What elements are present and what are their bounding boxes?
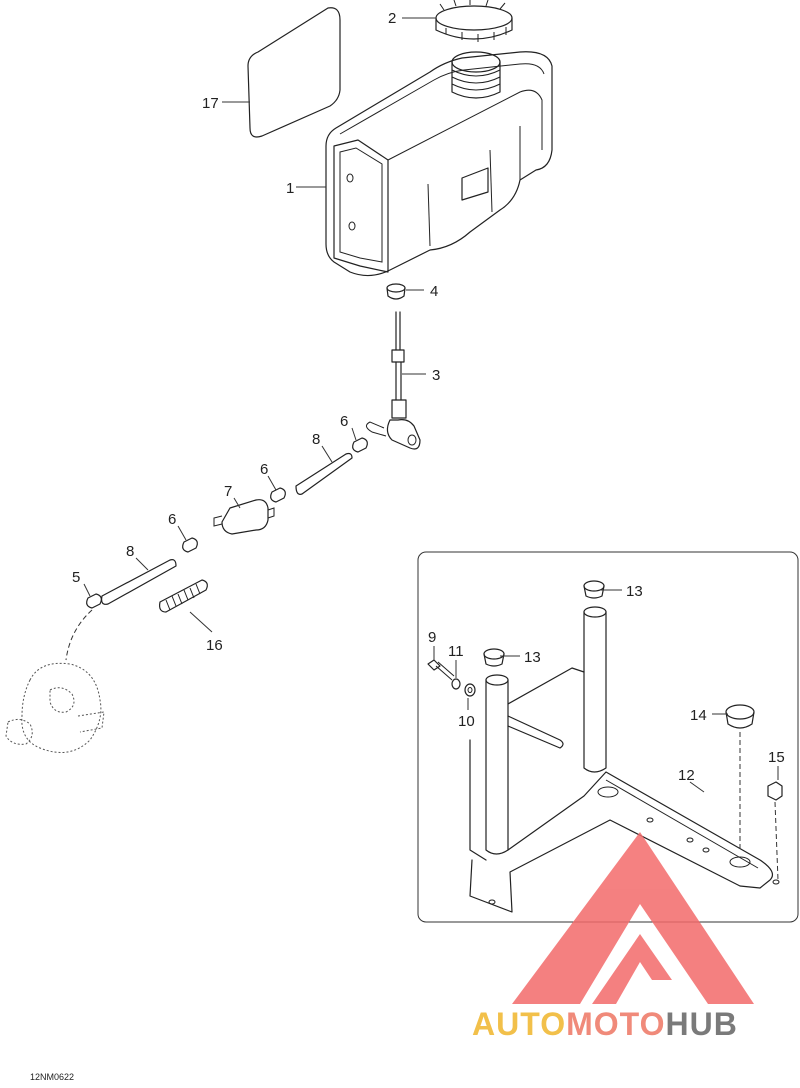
part-2-fuel-cap (435, 0, 513, 42)
callout-6-upper: 6 (340, 413, 348, 430)
part-9-bolt (427, 659, 455, 681)
drawing-code: 12NM0622 (30, 1072, 75, 1082)
carburetor-phantom (5, 609, 105, 753)
part-3-fuel-valve (366, 311, 421, 450)
callout-15: 15 (768, 749, 785, 766)
part-6-clamp-lower (182, 537, 198, 553)
callout-6-lower: 6 (168, 511, 176, 528)
part-8-hose-lower (101, 559, 177, 605)
callout-17: 17 (202, 95, 219, 112)
callout-11: 11 (448, 643, 464, 660)
callout-13-upper: 13 (626, 583, 643, 600)
callout-8-upper: 8 (312, 431, 320, 448)
leader-lines (83, 17, 779, 793)
part-12-support-bracket (469, 606, 780, 913)
callout-8-lower: 8 (126, 543, 134, 560)
part-6-clamp-middle (270, 487, 286, 503)
part-5-clamp (86, 593, 102, 609)
automotohub-watermark: AUTOMOTOHUB (472, 1004, 738, 1044)
automotohub-logo-mark (512, 832, 754, 1004)
callout-14: 14 (690, 707, 707, 724)
callout-7: 7 (224, 483, 232, 500)
part-11-lock-washer (451, 678, 461, 690)
part-10-washer (464, 683, 476, 697)
callout-4: 4 (430, 283, 438, 300)
callout-labels: 2 17 1 4 3 6 8 6 7 6 8 5 16 13 13 9 11 1… (72, 10, 785, 784)
watermark-moto: MOTO (566, 1006, 666, 1042)
part-15-nut (767, 781, 783, 801)
part-13-cap-lower (483, 648, 505, 667)
part-6-clamp-upper (352, 437, 368, 453)
callout-2: 2 (388, 10, 396, 27)
part-4-grommet (386, 283, 406, 300)
callout-10: 10 (458, 713, 475, 730)
part-17-decal (247, 7, 341, 138)
callout-5: 5 (72, 569, 80, 586)
part-16-spring-sleeve (159, 579, 208, 613)
part-1-fuel-tank (325, 51, 553, 277)
callout-12: 12 (678, 767, 695, 784)
part-7-fuel-filter (213, 499, 275, 535)
callout-1: 1 (286, 180, 294, 197)
callout-6-middle: 6 (260, 461, 268, 478)
part-14-grommet (725, 704, 755, 729)
callout-16: 16 (206, 637, 223, 654)
callout-13-lower: 13 (524, 649, 541, 666)
part-8-hose-upper (295, 452, 353, 495)
callout-9: 9 (428, 629, 436, 646)
watermark-auto: AUTO (472, 1006, 567, 1042)
part-13-cap-upper (583, 580, 605, 599)
watermark-hub: HUB (665, 1006, 738, 1042)
callout-3: 3 (432, 367, 440, 384)
